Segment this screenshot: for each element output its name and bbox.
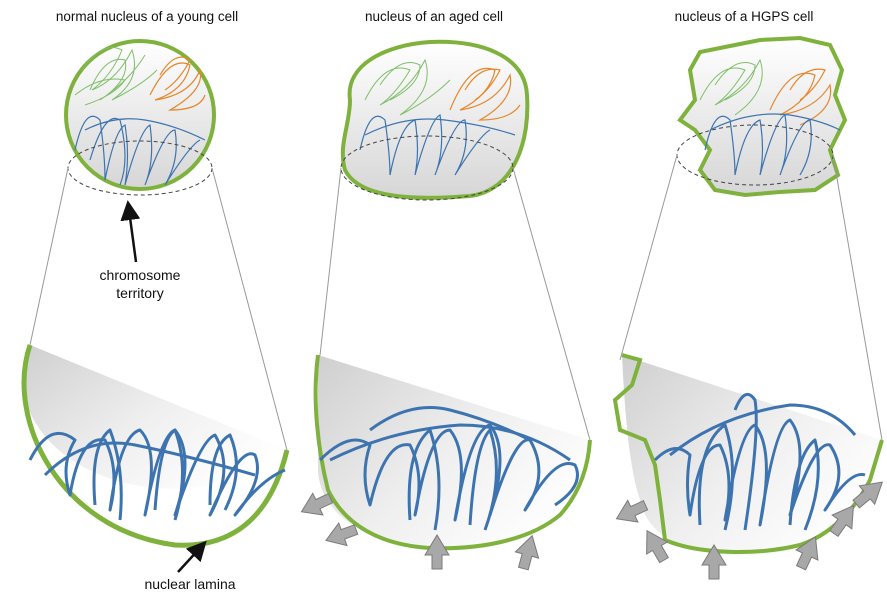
aged-nucleus	[296, 42, 590, 572]
hgps-nucleus	[611, 38, 887, 579]
territory-label-line2: territory	[70, 284, 210, 302]
chromosome-territory-label: chromosome territory	[70, 266, 210, 302]
lamina-arrow	[178, 548, 200, 572]
territory-arrow	[129, 210, 136, 262]
nuclear-lamina-label: nuclear lamina	[120, 575, 260, 593]
territory-label-line1: chromosome	[70, 266, 210, 284]
